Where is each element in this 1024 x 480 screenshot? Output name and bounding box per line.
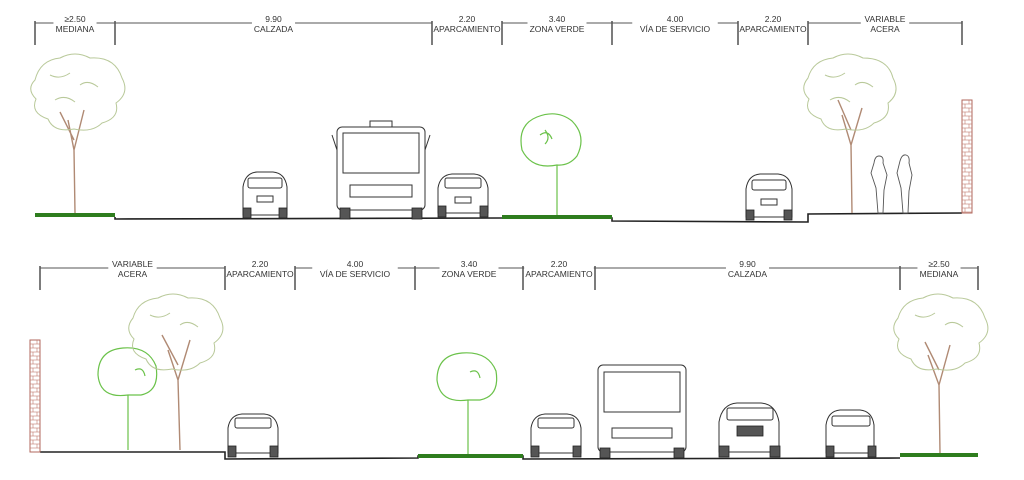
dimension-label: ACERA [870, 24, 900, 34]
car-icon [227, 413, 279, 458]
dimension-label: APARCAMIENTO [226, 269, 294, 279]
suv-icon [718, 402, 781, 458]
dimension-value: 3.40 [549, 14, 566, 24]
bus-icon [597, 364, 687, 459]
tree-icon [893, 293, 989, 454]
dimension-value: ≥2.50 [928, 259, 949, 269]
car-icon [745, 173, 793, 221]
dimension-label: ACERA [118, 269, 148, 279]
upper-ground-line [114, 212, 963, 223]
upper-dimension-chain: ≥2.50MEDIANA9.90CALZADA2.20APARCAMIENTO3… [34, 14, 963, 45]
car-icon [437, 173, 489, 218]
dimension-value: 2.20 [551, 259, 568, 269]
car-icon [242, 171, 288, 219]
dimension-value: ≥2.50 [64, 14, 85, 24]
dimension-value: 9.90 [739, 259, 756, 269]
bus-icon [331, 120, 431, 220]
dimension-label: MEDIANA [56, 24, 95, 34]
dimension-label: MEDIANA [920, 269, 959, 279]
dimension-label: CALZADA [728, 269, 768, 279]
dimension-value: VARIABLE [112, 259, 153, 269]
dimension-value: 2.20 [765, 14, 782, 24]
small-tree-icon [97, 347, 158, 450]
small-tree-icon [436, 352, 498, 454]
dimension-value: 3.40 [461, 259, 478, 269]
dimension-label: ZONA VERDE [530, 24, 585, 34]
dimension-label: CALZADA [254, 24, 294, 34]
dimension-value: 4.00 [347, 259, 364, 269]
dimension-label: ZONA VERDE [442, 269, 497, 279]
tree-icon [803, 53, 897, 214]
dimension-label: APARCAMIENTO [525, 269, 593, 279]
dimension-value: 9.90 [265, 14, 282, 24]
pedestrians-icon [870, 154, 913, 214]
dimension-label: VÍA DE SERVICIO [640, 24, 711, 34]
dimension-label: VÍA DE SERVICIO [320, 269, 391, 279]
brick-wall [961, 99, 973, 214]
small-tree-icon [520, 113, 582, 215]
dimension-value: 2.20 [252, 259, 269, 269]
upper-section [30, 53, 973, 223]
median-grass [900, 453, 978, 457]
car-icon [530, 413, 582, 458]
median-grass [35, 213, 115, 217]
green-zone-grass [502, 215, 612, 219]
tree-icon [30, 53, 126, 214]
dimension-label: APARCAMIENTO [739, 24, 807, 34]
brick-wall [29, 339, 41, 453]
green-zone-grass [418, 454, 523, 458]
dimension-label: APARCAMIENTO [433, 24, 501, 34]
dimension-value: 4.00 [667, 14, 684, 24]
car-icon [825, 409, 877, 458]
dimension-value: VARIABLE [865, 14, 906, 24]
dimension-value: 2.20 [459, 14, 476, 24]
tree-icon [128, 293, 224, 451]
lower-section [29, 293, 989, 460]
